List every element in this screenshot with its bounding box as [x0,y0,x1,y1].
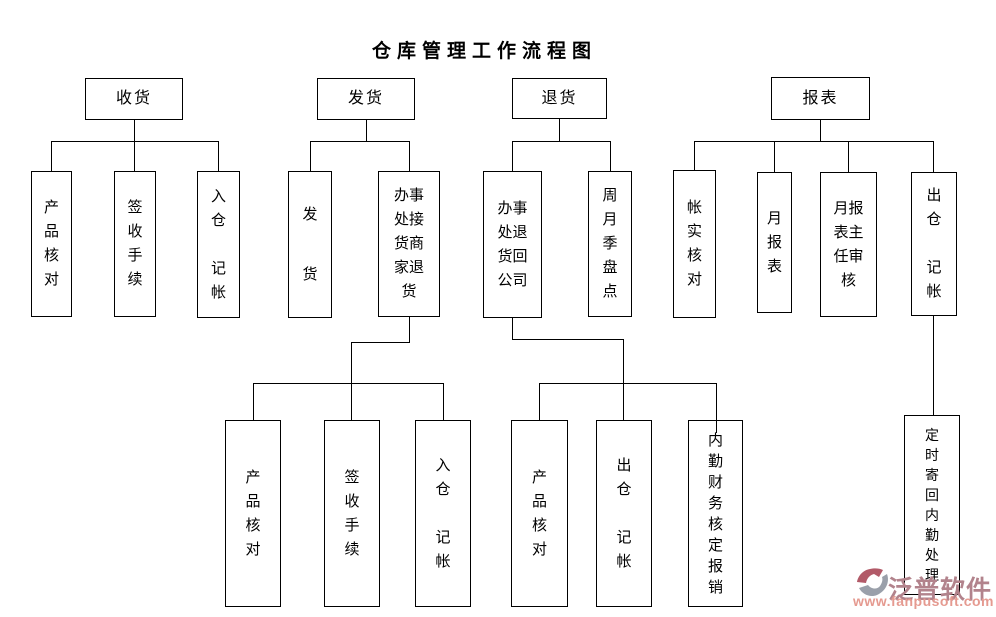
node-report: 报表 [771,77,870,120]
connector-line [539,383,540,420]
node-ship-sub-sign-procedure: 签 收 手 续 [324,420,380,607]
connector-line [351,383,352,420]
connector-line [539,383,717,384]
node-receive: 收货 [85,78,183,120]
connector-line [310,141,410,142]
node-receive-warehouse-book: 入 仓 记 帐 [197,171,240,318]
connector-line [774,141,775,172]
node-ship-dispatch: 发 货 [288,171,332,318]
connector-line [512,141,611,142]
node-return-office-to-company: 办事 处退 货回 公司 [483,171,542,318]
connector-line [218,141,219,171]
node-return-sub-outbound-book: 出 仓 记 帐 [596,420,652,607]
connector-line [512,339,624,340]
node-report-account-check: 帐 实 核 对 [673,170,716,318]
node-report-monthly: 月 报 表 [757,172,792,313]
chart-title: 仓库管理工作流程图 [372,41,598,62]
node-return-sub-finance-approve: 内 勤 财 务 核 定 报 销 [688,420,743,607]
watermark-url: www.fanpusoft.com [853,593,994,609]
connector-line [933,141,934,172]
node-report-director-audit: 月报 表主 任审 核 [820,172,877,317]
connector-line [253,383,444,384]
connector-line [623,339,624,383]
connector-line [610,141,611,171]
connector-line [310,141,311,171]
watermark-brand: 泛普软件 [888,576,993,604]
connector-line [512,141,513,171]
connector-line [716,383,717,433]
connector-line [623,383,624,420]
fanpu-logo-icon [857,568,888,597]
connector-line [134,141,135,171]
connector-line [443,383,444,420]
connector-line [409,317,410,342]
node-ship-office-pickup-return: 办事 处接 货商 家退 货 [378,171,440,317]
connector-line [512,318,513,339]
connector-line [253,383,254,420]
node-receive-sign-procedure: 签 收 手 续 [114,171,156,317]
connector-line [134,120,135,141]
connector-line [366,120,367,141]
connector-line [694,141,695,170]
node-report-outbound-book: 出 仓 记 帐 [911,172,957,316]
connector-line [559,119,560,141]
connector-line [848,141,849,172]
connector-line [694,141,934,142]
connector-line [409,141,410,171]
node-return-sub-product-check: 产 品 核 对 [511,420,568,607]
node-report-sub-mail-back: 定 时 寄 回 内 勤 处 理 [904,415,960,595]
node-return-stocktake: 周 月 季 盘 点 [588,171,632,317]
node-ship-sub-product-check: 产 品 核 对 [225,420,281,607]
node-return: 退货 [512,78,607,119]
connector-line [351,342,352,383]
connector-line [820,120,821,141]
connector-line [51,141,52,171]
connector-line [933,316,934,415]
node-receive-product-check: 产 品 核 对 [31,171,72,317]
node-ship-sub-warehouse-book: 入 仓 记 帐 [415,420,471,607]
node-ship: 发货 [317,78,415,120]
connector-line [351,342,410,343]
connector-line [51,141,219,142]
